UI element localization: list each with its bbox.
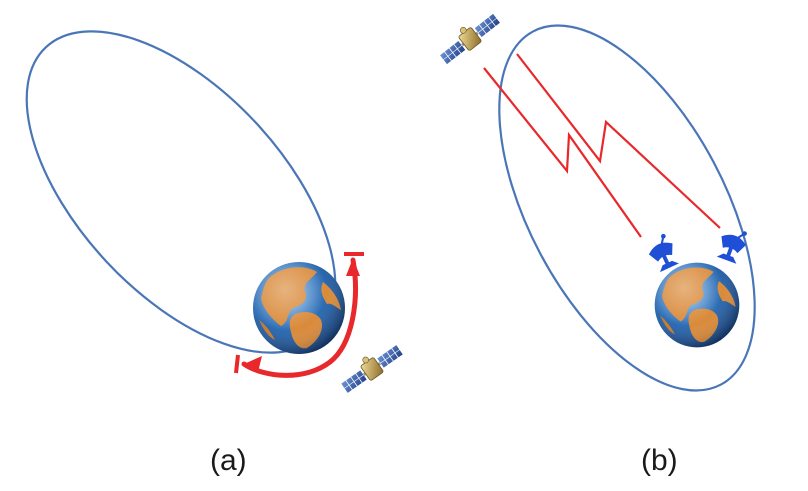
- thrust-arc: [234, 252, 364, 378]
- antenna-icon: [712, 222, 753, 267]
- panel-b: [434, 6, 756, 392]
- elliptical-orbit-b: [498, 24, 756, 392]
- panel-b-label: (b): [641, 444, 678, 477]
- satellite-icon: [335, 337, 406, 397]
- satellite-icon: [434, 6, 503, 68]
- antenna-icon: [641, 229, 684, 276]
- panel-a: [25, 30, 406, 397]
- signal-link-left: [483, 67, 642, 238]
- signal-link-right: [516, 53, 721, 229]
- earth-icon: [253, 262, 345, 354]
- panel-a-label: (a): [210, 444, 247, 477]
- elliptical-orbit-a: [25, 30, 337, 354]
- earth-icon: [654, 262, 740, 348]
